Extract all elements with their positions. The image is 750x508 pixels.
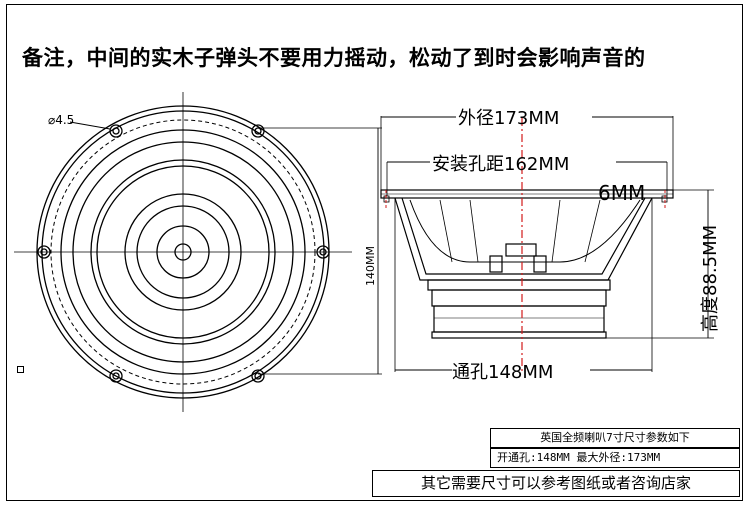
spec-table-row: 开通孔:148MM 最大外径:173MM (490, 448, 740, 468)
drawing-frame (6, 4, 743, 501)
side-view (380, 116, 714, 372)
hole-diameter-label: ⌀4.5 (48, 113, 74, 127)
note-text: 备注，中间的实木子弹头不要用力摇动，松动了到时会影响声音的 (22, 46, 646, 70)
front-view (14, 92, 382, 412)
cutout-label: 通孔148MM (452, 362, 553, 383)
footer-note: 其它需要尺寸可以参考图纸或者咨询店家 (372, 470, 740, 497)
mount-spacing-label: 安装孔距162MM (432, 154, 569, 175)
flange-thickness-label: 6MM (598, 181, 645, 205)
corner-marker (17, 366, 24, 373)
outer-diameter-label: 外径173MM (458, 108, 559, 129)
spec-table-title: 英国全频喇叭7寸尺寸参数如下 (490, 428, 740, 448)
mount-hole-icon (37, 124, 330, 383)
height-label: 高度88.5MM (700, 225, 721, 332)
front-height-label: 140MM (364, 246, 377, 286)
